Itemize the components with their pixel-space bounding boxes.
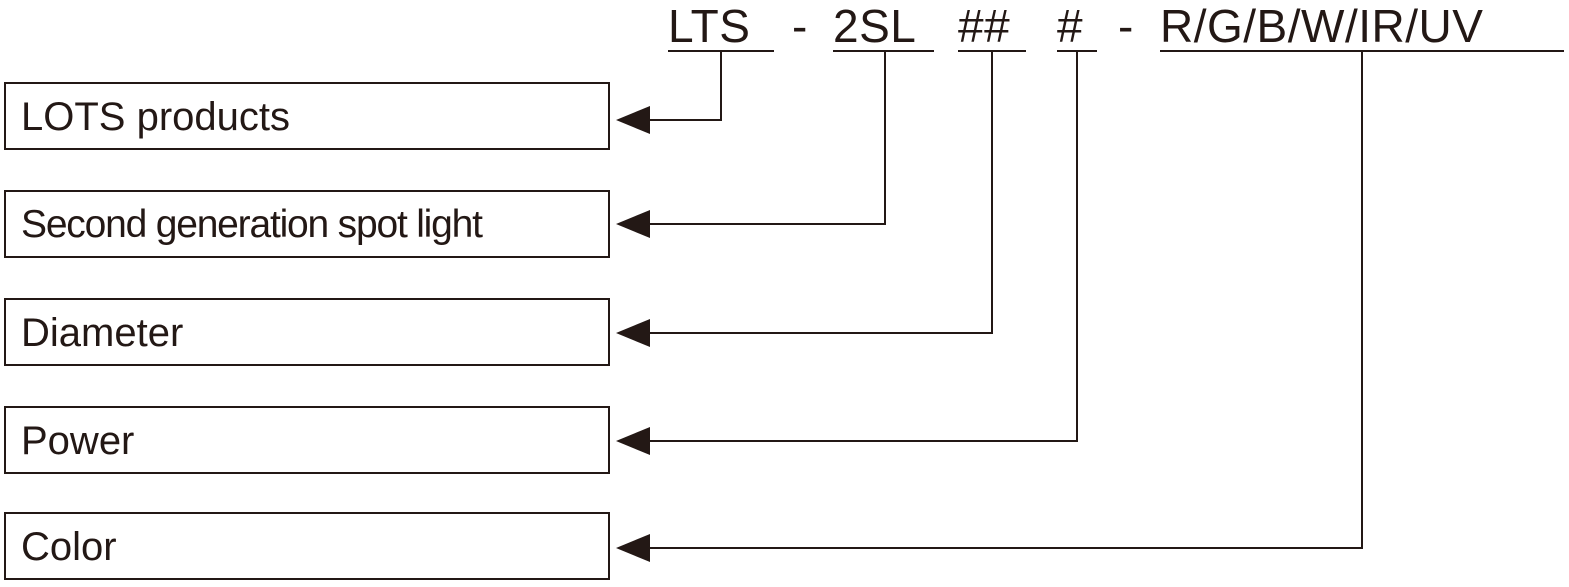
arrow-head-color [616,534,650,562]
label-color: Color [21,525,117,569]
code-part-power: # [1057,0,1084,52]
underline-series [668,50,774,52]
arrow-head-series [616,106,650,134]
label-series: LOTS products [21,95,291,139]
connector-color [648,52,1363,549]
label-box-power: Power [4,406,610,474]
underline-diameter [958,50,1026,52]
arrow-head-type [616,210,650,238]
code-part-series: LTS [668,0,751,52]
code-part-type: 2SL [833,0,917,52]
label-box-type: Second generation spot light [4,190,610,258]
code-separator: - [792,0,808,52]
arrow-head-power [616,427,650,455]
label-diameter: Diameter [21,311,184,355]
underline-power [1057,50,1097,52]
connector-type [648,52,886,225]
underline-color [1160,50,1564,52]
connector-series [648,52,722,121]
arrow-head-diameter [616,319,650,347]
label-box-color: Color [4,512,610,580]
connector-power [648,52,1078,442]
connector-diameter [648,52,993,334]
code-part-diameter: ## [958,0,1011,52]
underline-type [833,50,934,52]
label-type: Second generation spot light [21,203,483,246]
label-box-series: LOTS products [4,82,610,150]
code-separator: - [1118,0,1134,52]
code-part-color: R/G/B/W/IR/UV [1160,0,1484,52]
label-power: Power [21,419,135,463]
label-box-diameter: Diameter [4,298,610,366]
